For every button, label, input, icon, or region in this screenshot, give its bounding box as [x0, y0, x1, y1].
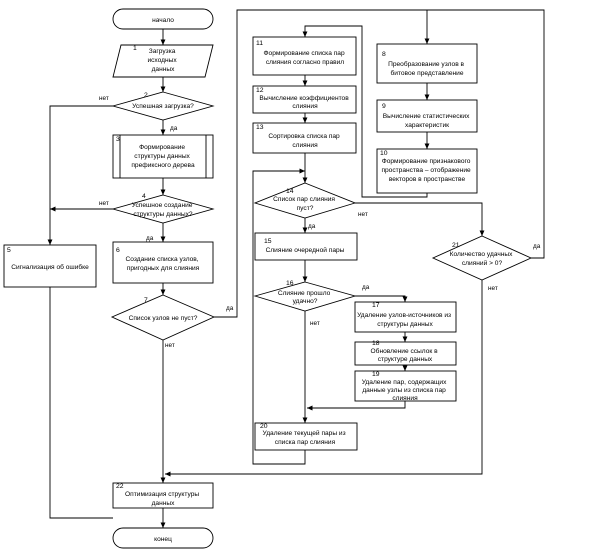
node-5-shape — [3, 244, 97, 288]
node-11-shape — [252, 36, 357, 76]
label-2-no: нет — [99, 95, 109, 102]
end-terminator — [112, 527, 214, 549]
node-14-shape — [253, 182, 357, 219]
node-11-number: 11 — [256, 40, 263, 47]
node-21-shape — [431, 235, 533, 281]
label-14-no: нет — [358, 211, 368, 218]
node-6-number: 6 — [116, 247, 120, 254]
node-13-shape — [252, 122, 357, 154]
node-10-shape — [376, 148, 478, 194]
node-12-shape — [252, 85, 357, 114]
node-14-text: Список пар слияния пуст? — [273, 196, 337, 212]
node-21-number: 21 — [452, 242, 460, 249]
node-12-number: 12 — [256, 87, 264, 94]
node-17-text: Удаление узлов-источников из структуры д… — [357, 312, 453, 328]
edge-7-yes-to-8 — [214, 9, 430, 318]
end-text: конец — [154, 536, 172, 543]
edge-21-no-to-22 — [165, 280, 483, 477]
node-7-text: Список узлов не пуст? — [129, 315, 198, 322]
edge-19-merge — [307, 401, 406, 411]
node-18-text: Обновление ссылок в структуре данных — [371, 347, 440, 363]
connectors — [47, 9, 545, 528]
edge-20-loop-to-14 — [252, 168, 306, 465]
node-11-text: Формирование списка пар слияния согласно… — [264, 50, 347, 66]
node-15-shape — [254, 232, 358, 261]
node-13-text: Сортировка списка пар слияния — [268, 133, 341, 149]
node-18-shape — [354, 341, 457, 366]
node-9-shape — [376, 99, 478, 133]
node-16-number: 16 — [286, 280, 294, 287]
node-10-text: Формирование признакового пространства –… — [381, 158, 472, 183]
node-2-number: 2 — [144, 92, 148, 99]
edge-2-no-to-5 — [47, 105, 113, 245]
node-20-number: 20 — [260, 423, 268, 430]
node-4-number: 4 — [142, 193, 146, 200]
node-4-shape — [111, 194, 215, 224]
node-20-shape — [254, 422, 358, 451]
shapes — [3, 8, 533, 549]
node-19-number: 19 — [372, 371, 380, 378]
node-2-shape — [111, 91, 215, 121]
label-7-yes: да — [226, 305, 234, 312]
node-8-shape — [376, 43, 478, 84]
node-8-number: 8 — [382, 51, 386, 58]
node-labels: начало 1 Загрузка исходных данных 2 Успе… — [7, 17, 515, 543]
label-7-no: нет — [165, 342, 175, 349]
node-16-shape — [253, 281, 357, 312]
label-21-no: нет — [488, 285, 498, 292]
node-12-text: Вычисление коэффициентов слияния — [259, 95, 350, 110]
node-7-shape — [110, 294, 216, 341]
node-9-number: 9 — [382, 103, 386, 110]
node-5-number: 5 — [7, 247, 11, 254]
node-1-text: Загрузка исходных данных — [147, 48, 178, 73]
edge-5-to-end — [49, 287, 113, 519]
node-1-shape — [112, 44, 214, 78]
node-19-shape — [354, 370, 457, 402]
node-21-text: Количество удачных слияний > 0? — [450, 251, 515, 267]
node-14-number: 14 — [286, 188, 294, 195]
label-14-yes: да — [308, 223, 316, 230]
node-17-number: 17 — [372, 302, 380, 309]
node-18-number: 18 — [372, 340, 380, 347]
edge-14-no-to-21 — [355, 202, 485, 236]
node-6-text: Создание списка узлов, пригодных для сли… — [126, 256, 201, 272]
label-4-no: нет — [99, 200, 109, 207]
node-17-shape — [354, 301, 457, 333]
node-15-text: Слияние очередной пары — [266, 246, 345, 254]
label-2-yes: да — [170, 125, 178, 132]
node-22-shape — [112, 482, 214, 509]
start-terminator — [112, 8, 214, 30]
node-4-text: Успешное создание структуры данных? — [132, 202, 195, 218]
node-2-text: Успешная загрузка? — [132, 103, 194, 110]
node-22-text: Оптимизация структуры данных — [125, 491, 201, 507]
edge-10-to-11 — [302, 25, 428, 198]
node-3-number: 3 — [116, 136, 120, 143]
start-text: начало — [152, 17, 174, 24]
label-21-yes: да — [533, 243, 541, 250]
node-6-shape — [112, 241, 214, 284]
node-19-text: Удаление пар, содержащих данные узлы из … — [362, 379, 449, 402]
node-20-text: Удаление текущей пары из списка пар слия… — [263, 429, 348, 446]
branch-labels: нет да нет да да нет нет да да нет да не… — [99, 95, 541, 349]
node-1-number: 1 — [133, 45, 137, 52]
node-3-shape — [112, 134, 214, 179]
node-8-text: Преобразование узлов в битовое представл… — [388, 60, 466, 77]
node-16-text: Слияние прошло удачно? — [278, 290, 332, 305]
label-16-no: нет — [310, 320, 320, 327]
node-15-number: 15 — [264, 238, 272, 245]
node-10-number: 10 — [380, 150, 388, 157]
label-4-yes: да — [146, 235, 154, 242]
node-22-number: 22 — [116, 483, 124, 490]
node-5-text: Сигнализация об ошибке — [11, 263, 89, 271]
node-9-text: Вычисление статистических характеристик — [383, 113, 471, 129]
node-13-number: 13 — [256, 124, 264, 131]
label-16-yes: да — [362, 284, 370, 291]
edge-16-yes-to-17 — [355, 295, 408, 302]
node-3-text: Формирование структуры данных префиксног… — [131, 144, 195, 169]
edge-21-yes-to-8 — [427, 9, 545, 259]
node-7-number: 7 — [144, 297, 148, 304]
